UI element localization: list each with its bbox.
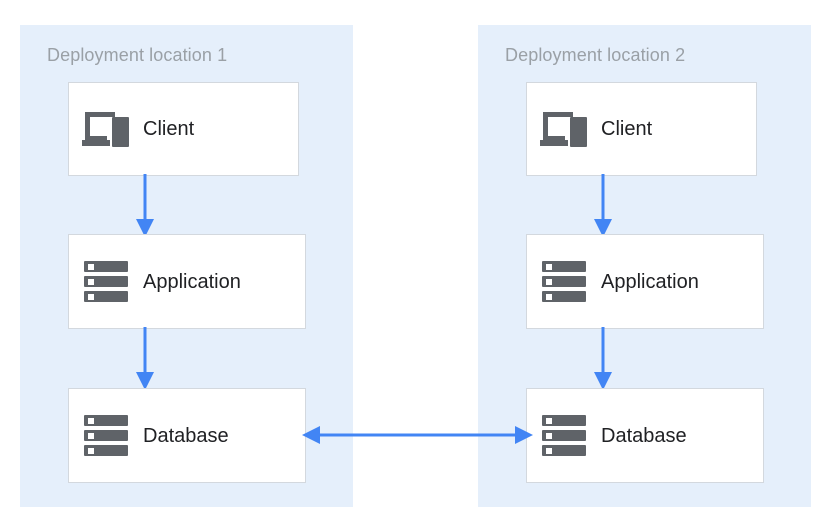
application-node-1-label: Application [143,270,241,293]
arrow-client-to-application-1 [130,174,160,238]
server-icon [527,260,601,304]
client-node-1-label: Client [143,118,195,140]
deployment-location-1-panel: Deployment location 1 Client [20,25,353,507]
server-icon [69,260,143,304]
deployment-location-2-label: Deployment location 2 [505,45,686,65]
client-node-2[interactable]: Client [526,82,757,176]
deployment-location-2-panel: Deployment location 2 Client [478,25,811,507]
server-icon [69,414,143,458]
devices-icon [527,109,601,149]
arrow-application-to-database-1 [130,327,160,391]
database-node-2[interactable]: Database [526,388,764,483]
arrow-database-replication-bidirectional [300,420,535,450]
database-node-2-label: Database [601,424,687,447]
application-node-2-label: Application [601,270,699,293]
database-node-1-label: Database [143,424,229,447]
application-node-2[interactable]: Application [526,234,764,329]
database-node-1[interactable]: Database [68,388,306,483]
application-node-1[interactable]: Application [68,234,306,329]
devices-icon [69,109,143,149]
server-icon [527,414,601,458]
deployment-location-1-label: Deployment location 1 [47,45,228,65]
client-node-1[interactable]: Client [68,82,299,176]
arrow-client-to-application-2 [588,174,618,238]
client-node-2-label: Client [601,118,653,140]
arrow-application-to-database-2 [588,327,618,391]
